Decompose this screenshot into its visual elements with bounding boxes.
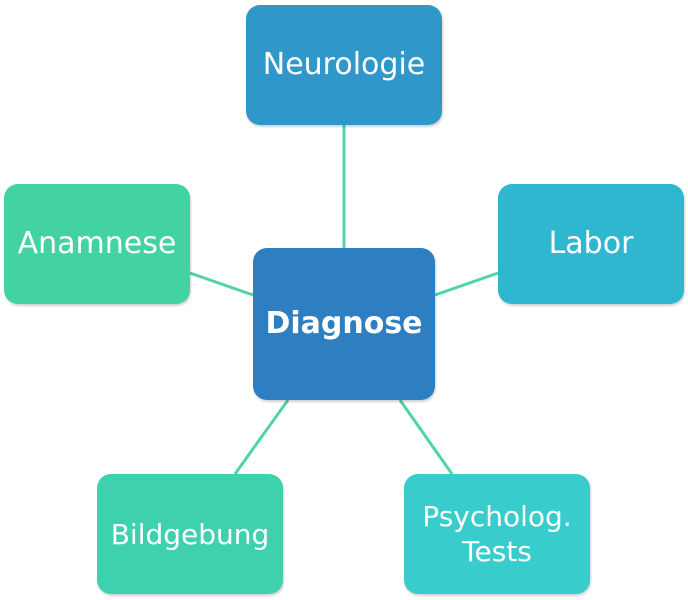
node-labor: Labor [498, 184, 684, 304]
node-psycholog-tests-line1: Psycholog. [422, 500, 572, 533]
node-labor-label: Labor [548, 226, 634, 262]
node-bildgebung-label: Bildgebung [110, 517, 270, 551]
node-neurologie: Neurologie [246, 5, 442, 125]
node-bildgebung: Bildgebung [97, 474, 283, 594]
connector-anamnese [189, 271, 254, 297]
node-psycholog-tests: Psycholog. Tests [404, 474, 590, 594]
node-anamnese: Anamnese [4, 184, 190, 304]
node-diagnose-center: Diagnose [253, 248, 435, 400]
node-psycholog-tests-text: Psycholog. Tests [422, 499, 571, 569]
node-psycholog-tests-line2: Tests [462, 535, 532, 568]
node-anamnese-label: Anamnese [17, 226, 177, 262]
node-neurologie-label: Neurologie [262, 47, 426, 83]
connector-bildgebung [233, 399, 290, 475]
node-diagnose-label: Diagnose [265, 306, 423, 342]
connector-psycholog-tests [398, 399, 454, 475]
connector-labor [434, 271, 499, 297]
